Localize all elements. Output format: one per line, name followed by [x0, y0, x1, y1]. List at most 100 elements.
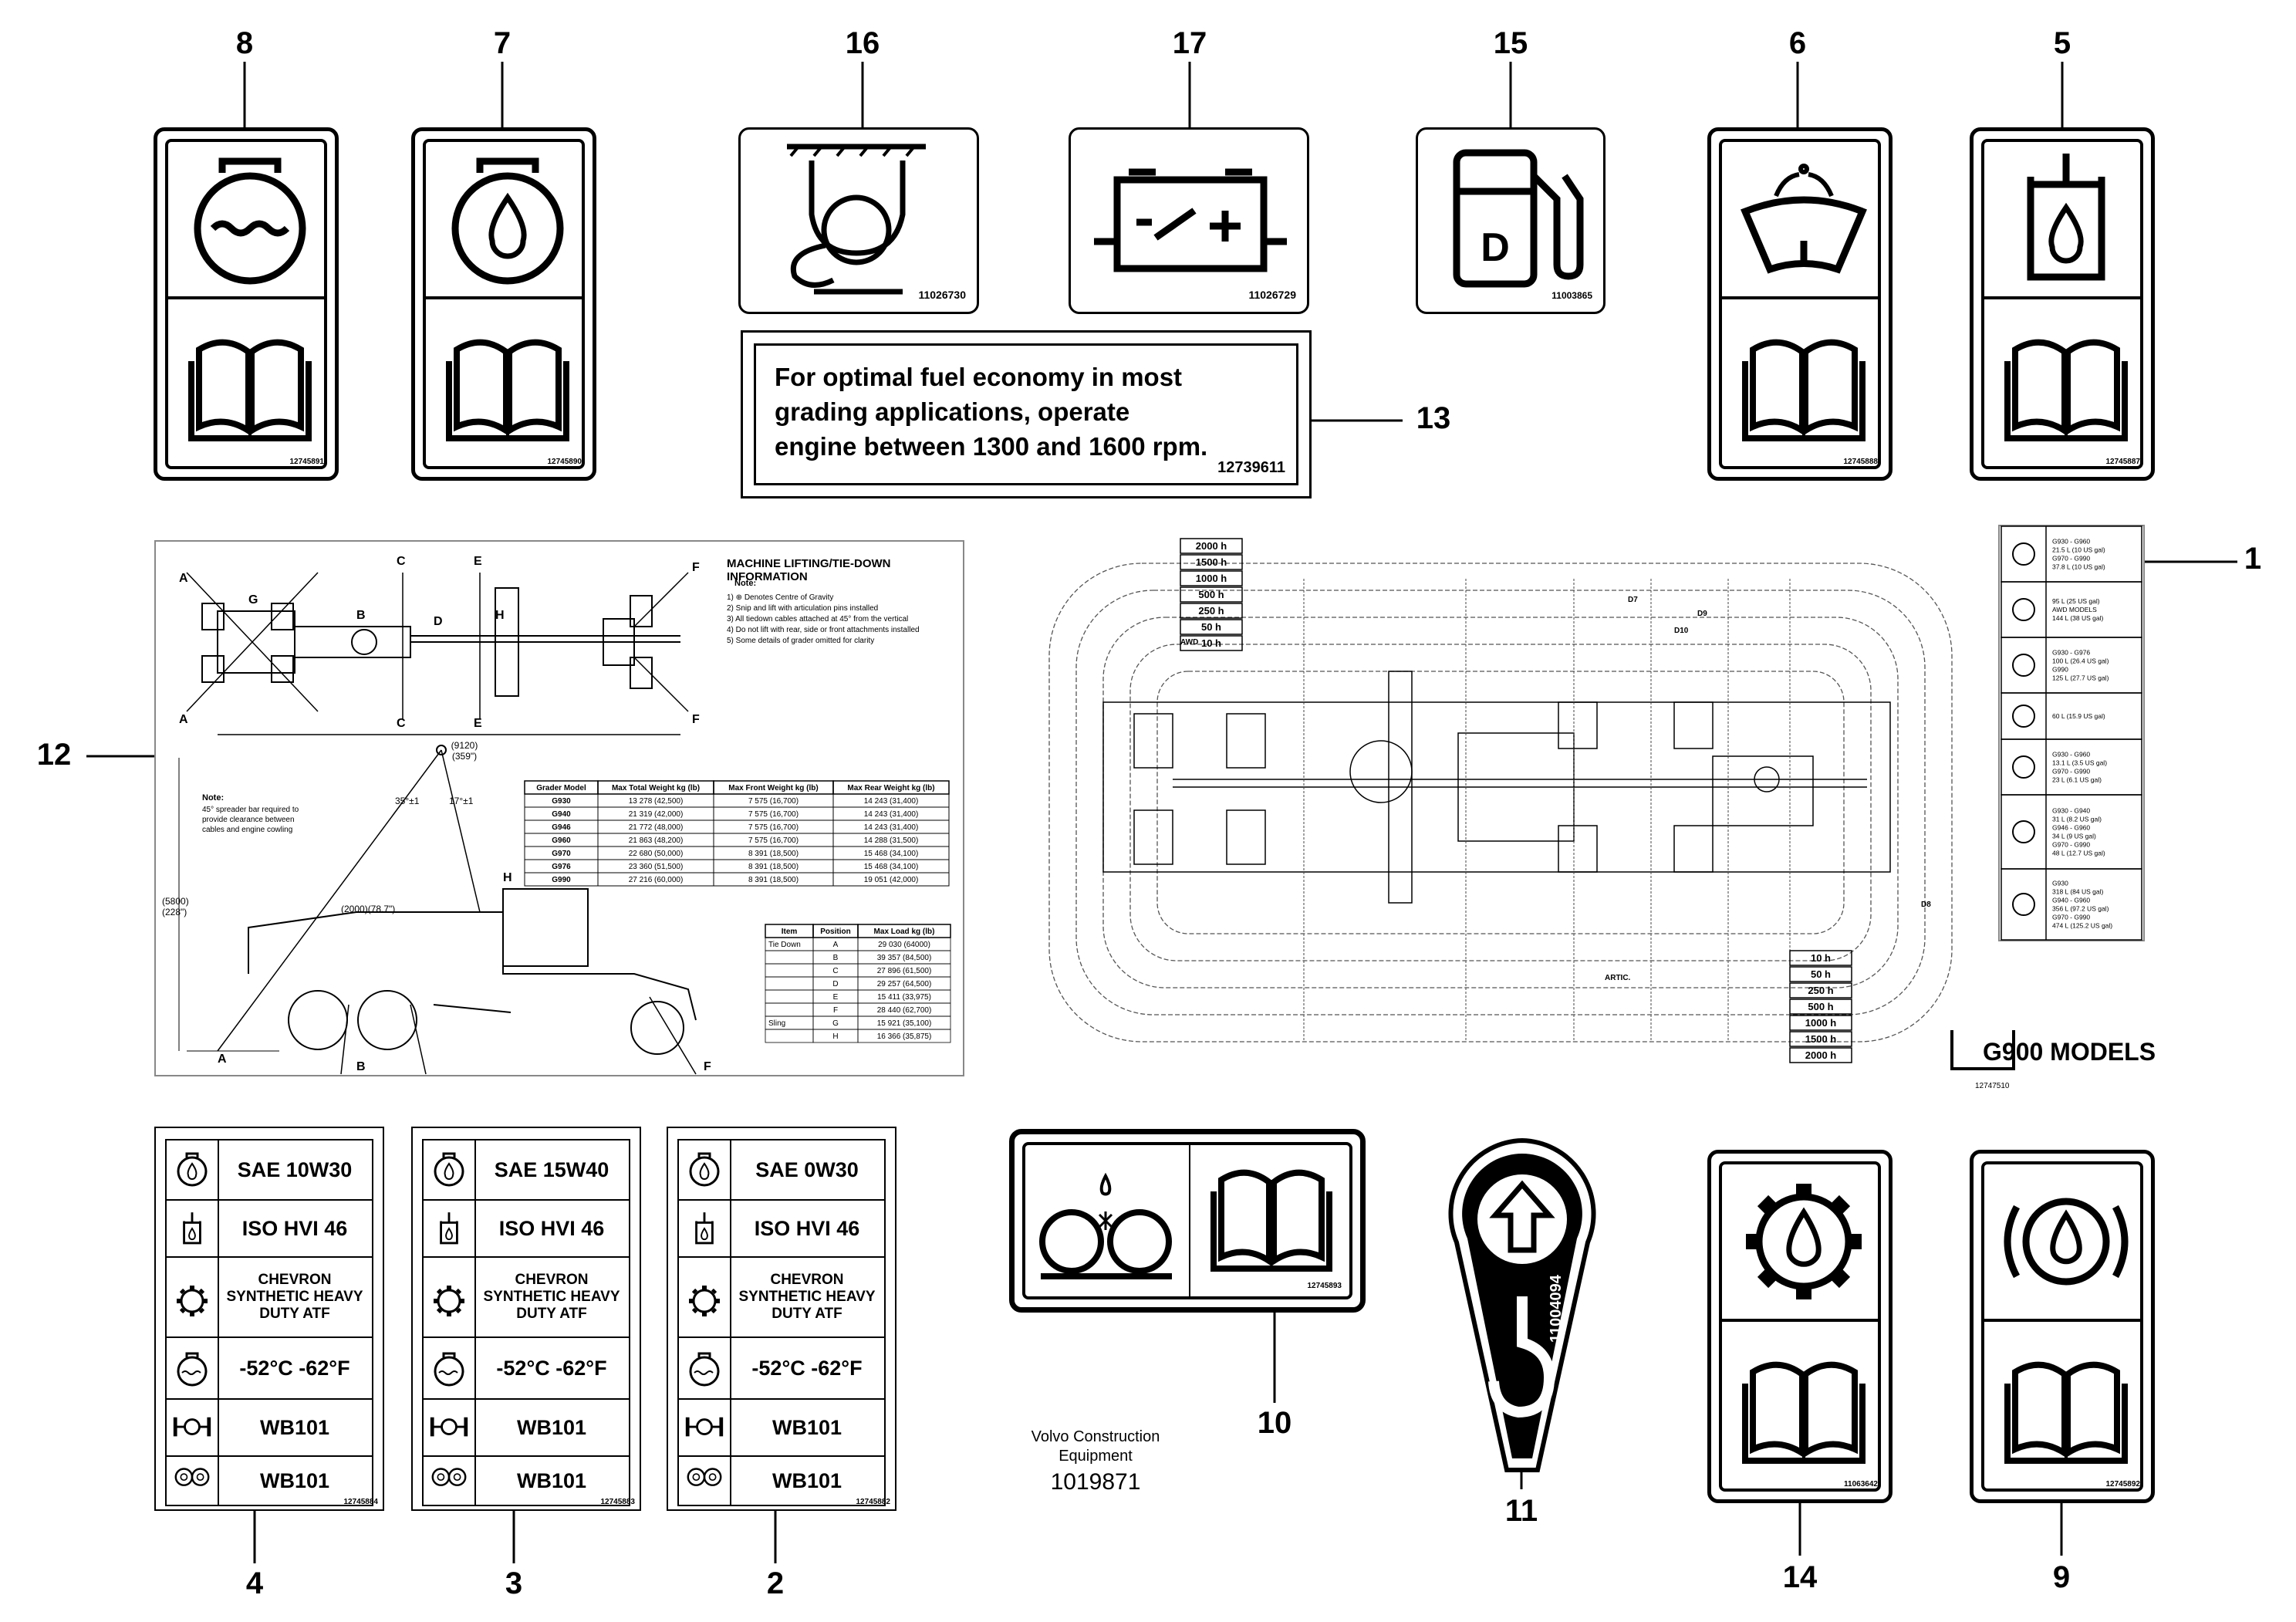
- table-cell: [857, 1029, 951, 1043]
- engine-oil-icon: [424, 1140, 476, 1199]
- loads-header: Position: [820, 928, 850, 936]
- spec-value: CHEVRON SYNTHETIC HEAVY DUTY ATF: [738, 1272, 876, 1322]
- capacity-fluid-icon: [2012, 755, 2035, 779]
- vce-line-2: Equipment: [1059, 1448, 1133, 1465]
- part-number: 12745883: [600, 1498, 636, 1506]
- interval-bottom: 50 h: [1811, 968, 1831, 980]
- loads-cell: 16 366 (35,875): [877, 1032, 932, 1041]
- weights-header: Max Rear Weight kg (lb): [847, 784, 934, 792]
- tie-letter-b-side: B: [356, 1060, 366, 1073]
- decal-5-hydraulic-oil: 12745887: [1970, 127, 2155, 481]
- manual-book-icon: [2004, 1361, 2128, 1464]
- lifting-diagram: A A B C C D E E F F G H A B F H (9120) (…: [162, 555, 711, 1075]
- brake-fluid-icon: [2004, 1198, 2129, 1286]
- loads-cell: C: [832, 967, 838, 975]
- label-d8: D8: [1921, 901, 1931, 909]
- weights-cell: 21 863 (48,200): [629, 836, 684, 845]
- lifting-note-1: 1) ⊕ Denotes Centre of Gravity: [727, 593, 834, 602]
- part-number: 12745887: [2105, 458, 2141, 466]
- table-cell: [765, 963, 814, 978]
- capacity-text: 21.5 L (10 US gal): [2052, 546, 2105, 554]
- tie-letter-e-bottom: E: [474, 717, 482, 730]
- hydraulic-oil-icon: [424, 1201, 476, 1256]
- loads-cell: 29 257 (64,500): [877, 980, 932, 988]
- spec-row: WB101: [165, 1398, 373, 1455]
- table-cell: [1180, 619, 1243, 635]
- lifting-note-3: 3) All tiedown cables attached at 45° fr…: [727, 615, 909, 623]
- spec-row: -52°C -62°F: [422, 1336, 630, 1398]
- label-artic: ARTIC.: [1605, 974, 1631, 982]
- callout-3: 3: [505, 1566, 523, 1600]
- interval-top: 50 h: [1201, 621, 1221, 633]
- spec-value: SAE 15W40: [494, 1158, 609, 1181]
- tie-letter-a-bottom: A: [179, 713, 188, 726]
- capacity-text: G970 - G990: [2052, 841, 2090, 849]
- tie-letter-f-side: F: [704, 1060, 711, 1073]
- interval-bottom: 250 h: [1808, 985, 1833, 996]
- spec-value: -52°C -62°F: [496, 1357, 607, 1380]
- manual-book-icon: [1742, 339, 1866, 441]
- decal-9-brake-oil: 12745892: [1970, 1150, 2155, 1503]
- vce-part-number: 1019871: [1050, 1469, 1141, 1495]
- weights-cell: G960: [552, 836, 571, 845]
- capacity-text: G930 - G976: [2052, 649, 2090, 657]
- fuel-economy-line-2: grading applications, operate: [775, 397, 1130, 426]
- loads-cell: E: [833, 993, 839, 1002]
- interval-bottom: 2000 h: [1805, 1049, 1837, 1061]
- weights-cell: G940: [552, 810, 571, 819]
- capacity-text: 48 L (12.7 US gal): [2052, 850, 2105, 857]
- vce-block: Volvo Construction Equipment 1019871: [1003, 1428, 1188, 1495]
- capacity-fluid-icon: [2012, 893, 2035, 916]
- capacity-text: G970 - G990: [2052, 914, 2090, 921]
- windshield-washer-icon: [1741, 164, 1867, 274]
- spec-row: ISO HVI 46: [165, 1199, 373, 1256]
- spec-row: -52°C -62°F: [677, 1336, 886, 1398]
- callout-2: 2: [766, 1566, 785, 1600]
- callout-7: 7: [493, 26, 512, 60]
- capacity-text: 23 L (6.1 US gal): [2052, 776, 2102, 784]
- loads-cell: Sling: [768, 1019, 785, 1028]
- hydraulic-oil-icon: [167, 1201, 219, 1256]
- vce-line-1: Volvo Construction: [1031, 1428, 1160, 1445]
- weights-cell: 21 772 (48,000): [629, 823, 684, 832]
- interval-top: 250 h: [1198, 605, 1224, 617]
- spec-value: ISO HVI 46: [498, 1217, 605, 1240]
- service-chart-part: 12747510: [1975, 1082, 2010, 1090]
- dim-height-in: (228"): [162, 907, 187, 917]
- table-cell: [765, 950, 814, 965]
- tie-letter-a-top: A: [179, 572, 188, 585]
- decal-17-battery: 11026729: [1069, 127, 1309, 314]
- weights-cell: 23 360 (51,500): [629, 863, 684, 871]
- spec-row: CHEVRON SYNTHETIC HEAVY DUTY ATF: [422, 1256, 630, 1336]
- spec-value: -52°C -62°F: [239, 1357, 350, 1380]
- loads-cell: D: [832, 980, 838, 988]
- interval-bottom: 500 h: [1808, 1001, 1833, 1012]
- tie-letter-f-top: F: [692, 561, 700, 574]
- spec-row: SAE 0W30: [677, 1139, 886, 1199]
- brake-rollers-icon: [1039, 1172, 1172, 1279]
- fuel-economy-line-3: engine between 1300 and 1600 rpm.: [775, 432, 1208, 461]
- weights-cell: 14 243 (31,400): [864, 797, 919, 806]
- weights-cell: 14 243 (31,400): [864, 810, 919, 819]
- diesel-letter: D: [1481, 225, 1510, 270]
- manual-book-icon: [1210, 1169, 1332, 1272]
- capacity-text: G990: [2052, 666, 2068, 674]
- decal-16-lifting-point: 11026730: [738, 127, 979, 314]
- lifting-notes: 1) ⊕ Denotes Centre of Gravity 2) Snip a…: [727, 593, 920, 647]
- manual-book-icon: [446, 339, 569, 441]
- lifting-title: MACHINE LIFTING/TIE-DOWN INFORMATION: [727, 557, 891, 583]
- dim-angle-1: 35°±1: [395, 796, 420, 806]
- table-cell: [1789, 999, 1852, 1015]
- table-cell: [1180, 554, 1243, 570]
- table-cell: [1180, 603, 1243, 619]
- part-number: 12745882: [856, 1498, 891, 1506]
- weights-header: Max Front Weight kg (lb): [728, 784, 818, 792]
- tie-letter-h-side: H: [503, 871, 512, 884]
- tie-letter-b: B: [356, 609, 366, 622]
- label-d9: D9: [1697, 610, 1707, 618]
- weights-cell: G930: [552, 797, 571, 806]
- interval-top: 1500 h: [1196, 556, 1227, 568]
- loads-cell: Tie Down: [768, 941, 801, 949]
